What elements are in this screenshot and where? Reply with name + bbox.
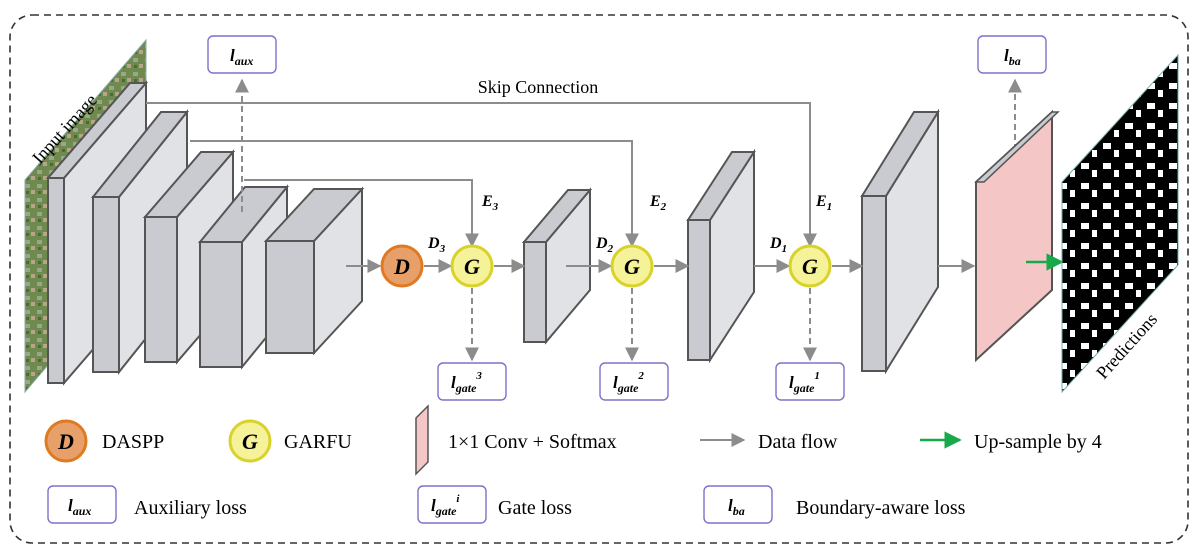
svg-text:D: D: [57, 429, 74, 454]
decoder-block-2: [686, 148, 756, 364]
legend-conv-text: 1×1 Conv + Softmax: [448, 431, 617, 453]
feature-blocks: [45, 80, 940, 386]
skip-connections: [146, 102, 817, 248]
svg-text:G: G: [242, 429, 258, 454]
decoder-block-1: [860, 108, 940, 375]
ba-loss-box: lba: [977, 35, 1047, 74]
legend-conv-softmax: 1×1 Conv + Softmax: [415, 404, 617, 476]
legend-daspp: D DASPP: [44, 419, 164, 463]
legend-upsample-text: Up-sample by 4: [974, 431, 1102, 453]
legend-ba-loss: lba Boundary-aware loss: [703, 485, 966, 524]
predictions-image: [1061, 53, 1179, 394]
legend-upsample: Up-sample by 4: [920, 431, 1102, 453]
svg-text:laux: laux: [68, 496, 91, 518]
legend-daspp-text: DASPP: [102, 431, 164, 453]
svg-text:lgate1: lgate1: [789, 370, 820, 395]
e3-label: E3: [481, 193, 499, 213]
skip-connection-label: Skip Connection: [478, 77, 599, 97]
garfu-node-2: G: [610, 244, 654, 288]
d1-label: D1: [769, 235, 787, 255]
svg-text:laux: laux: [230, 46, 253, 68]
d2-label: D2: [595, 235, 614, 255]
d3-label: D3: [427, 235, 446, 255]
legend-ba-loss-text: Boundary-aware loss: [796, 497, 966, 519]
garfu-node-1: G: [788, 244, 832, 288]
e1-label: E1: [815, 193, 832, 213]
gate-loss-arrows: [465, 78, 1022, 362]
svg-text:lba: lba: [1004, 46, 1021, 68]
gate-loss-box-1: lgate1: [775, 362, 845, 401]
daspp-node: D: [380, 244, 424, 288]
legend-data-flow-text: Data flow: [758, 431, 838, 453]
garfu-node-3: G: [450, 244, 494, 288]
legend-garfu-text: GARFU: [284, 431, 352, 453]
legend-gate-loss: lgatei Gate loss: [417, 485, 572, 524]
aux-loss-box: laux: [207, 35, 277, 74]
daspp-node-letter: D: [393, 254, 410, 279]
outer-frame: [9, 14, 1189, 544]
svg-text:lgatei: lgatei: [431, 493, 460, 518]
legend-data-flow: Data flow: [700, 431, 838, 453]
conv-softmax-block: [974, 109, 1060, 363]
legend-aux-loss-text: Auxiliary loss: [134, 497, 247, 519]
svg-text:lgate2: lgate2: [613, 370, 644, 395]
garfu-node-2-letter: G: [624, 254, 640, 279]
legend-aux-loss: laux Auxiliary loss: [47, 485, 247, 524]
svg-text:lba: lba: [728, 496, 745, 518]
garfu-node-3-letter: G: [464, 254, 480, 279]
gate-loss-box-3: lgate3: [437, 362, 507, 401]
svg-text:lgate3: lgate3: [451, 370, 482, 395]
garfu-node-1-letter: G: [802, 254, 818, 279]
legend-garfu: G GARFU: [228, 419, 352, 463]
legend-gate-loss-text: Gate loss: [498, 497, 572, 519]
encoder-block-5: [263, 186, 365, 356]
e2-label: E2: [649, 193, 667, 213]
gate-loss-box-2: lgate2: [599, 362, 669, 401]
